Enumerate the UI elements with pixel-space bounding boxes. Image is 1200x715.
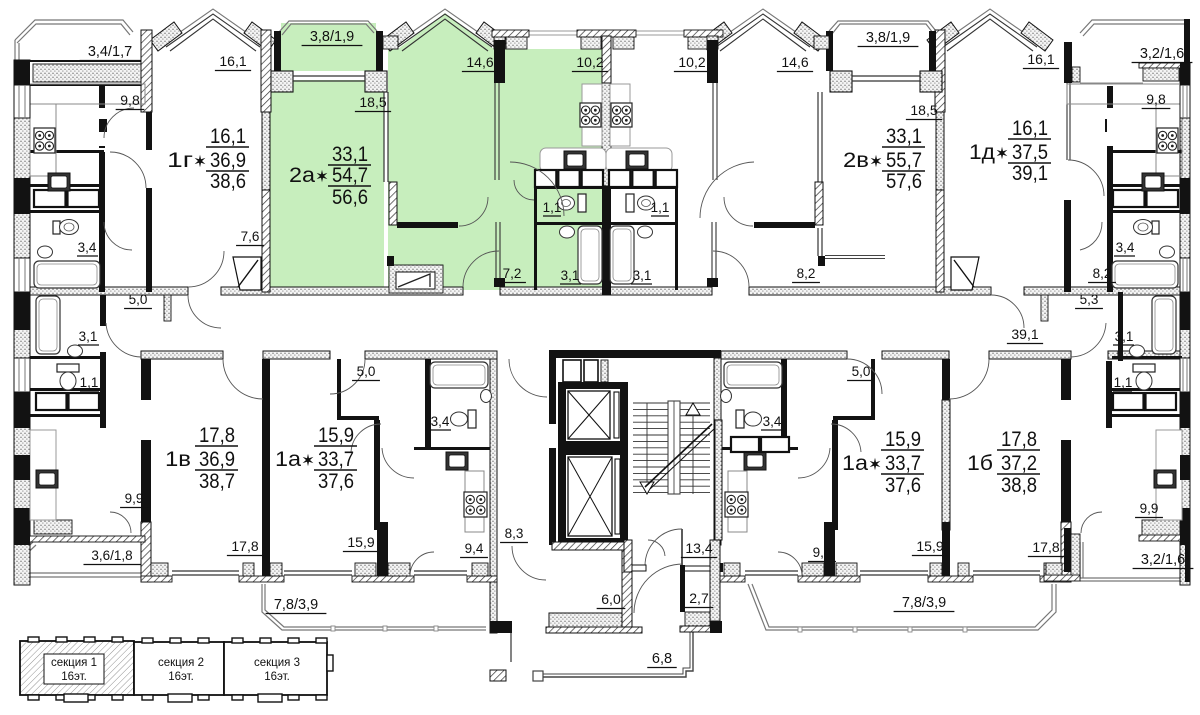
svg-text:37,5: 37,5 [1012,141,1048,164]
svg-text:3,4: 3,4 [431,414,450,429]
svg-text:18,5: 18,5 [910,102,937,118]
svg-text:16,1: 16,1 [210,125,246,148]
svg-text:15,9: 15,9 [347,534,374,550]
svg-text:3,1: 3,1 [561,268,580,283]
svg-text:9,8: 9,8 [1146,91,1166,107]
svg-text:37,6: 37,6 [885,474,921,497]
svg-text:2в: 2в [843,149,869,172]
svg-text:37,2: 37,2 [1001,452,1037,475]
svg-text:16эт.: 16эт. [264,671,290,683]
svg-text:14,6: 14,6 [781,54,808,70]
svg-text:2а: 2а [289,164,315,187]
svg-text:17,8: 17,8 [1032,539,1059,555]
svg-text:38,7: 38,7 [199,470,235,493]
svg-text:17,8: 17,8 [1001,428,1037,451]
svg-text:15,9: 15,9 [916,538,943,554]
svg-text:8,2: 8,2 [1093,266,1112,281]
svg-text:9,4: 9,4 [813,545,832,560]
svg-text:10,2: 10,2 [576,54,603,70]
svg-text:10,2: 10,2 [678,54,705,70]
svg-text:5,0: 5,0 [129,292,148,307]
svg-text:38,6: 38,6 [210,170,246,193]
svg-text:3,8/1,9: 3,8/1,9 [866,30,910,46]
svg-text:16,1: 16,1 [1012,117,1048,140]
svg-text:1а: 1а [842,452,868,475]
svg-text:6,0: 6,0 [601,591,621,607]
svg-text:16эт.: 16эт. [168,671,194,683]
svg-text:14,6: 14,6 [466,54,493,70]
svg-text:39,1: 39,1 [1012,162,1048,185]
svg-text:1,1: 1,1 [1114,375,1133,390]
svg-text:8,3: 8,3 [505,526,524,541]
svg-text:7,2: 7,2 [503,266,522,281]
svg-text:9,9: 9,9 [125,491,144,506]
svg-text:3,4: 3,4 [78,240,97,255]
svg-text:38,8: 38,8 [1001,474,1037,497]
svg-text:17,8: 17,8 [231,538,258,554]
svg-text:9,8: 9,8 [120,92,140,108]
svg-text:9,4: 9,4 [465,541,484,556]
svg-text:33,1: 33,1 [332,143,368,166]
svg-text:3,8/1,9: 3,8/1,9 [310,29,354,45]
svg-text:1,1: 1,1 [651,200,670,215]
svg-text:17,8: 17,8 [199,424,235,447]
svg-text:8,2: 8,2 [797,266,816,281]
svg-text:секция 2: секция 2 [158,657,204,669]
svg-text:15,9: 15,9 [318,424,354,447]
svg-text:18,5: 18,5 [359,94,386,110]
svg-text:54,7: 54,7 [332,164,368,187]
svg-text:37,6: 37,6 [318,470,354,493]
svg-text:1,1: 1,1 [80,375,99,390]
svg-text:секция 1: секция 1 [51,657,97,669]
svg-text:16,1: 16,1 [219,53,246,69]
svg-text:33,7: 33,7 [318,448,354,471]
svg-text:1в: 1в [165,448,191,471]
svg-text:1д: 1д [969,141,995,164]
svg-text:1г: 1г [167,149,193,172]
svg-text:16эт.: 16эт. [61,671,87,683]
svg-text:1а: 1а [275,448,301,471]
svg-text:7,6: 7,6 [241,229,260,244]
svg-text:16,1: 16,1 [1027,51,1054,67]
svg-text:13,4: 13,4 [685,540,712,556]
svg-text:3,2/1,6: 3,2/1,6 [1141,552,1185,568]
svg-text:39,1: 39,1 [1011,326,1038,342]
svg-text:5,3: 5,3 [1080,292,1099,307]
svg-text:1б: 1б [967,452,993,475]
svg-text:5,0: 5,0 [852,364,871,379]
svg-text:36,9: 36,9 [199,448,235,471]
svg-text:3,2/1,6: 3,2/1,6 [1140,46,1184,62]
svg-text:6,8: 6,8 [652,651,672,667]
svg-text:2,7: 2,7 [689,590,709,606]
svg-text:9,9: 9,9 [1140,501,1159,516]
svg-text:7,8/3,9: 7,8/3,9 [274,597,318,613]
svg-text:секция 3: секция 3 [254,657,300,669]
svg-text:3,4: 3,4 [1116,240,1135,255]
svg-text:57,6: 57,6 [886,170,922,193]
svg-text:3,4/1,7: 3,4/1,7 [88,44,132,60]
svg-text:3,1: 3,1 [1115,329,1134,344]
svg-text:1,1: 1,1 [543,200,562,215]
svg-text:7,8/3,9: 7,8/3,9 [902,595,946,611]
svg-text:3,4: 3,4 [763,414,782,429]
svg-text:3,1: 3,1 [633,268,652,283]
svg-text:3,6/1,8: 3,6/1,8 [91,548,132,563]
svg-text:56,6: 56,6 [332,186,368,209]
svg-text:3,1: 3,1 [79,329,98,344]
svg-text:33,1: 33,1 [886,125,922,148]
svg-text:15,9: 15,9 [885,428,921,451]
svg-text:55,7: 55,7 [886,149,922,172]
svg-text:33,7: 33,7 [885,452,921,475]
svg-text:5,0: 5,0 [357,364,376,379]
svg-text:36,9: 36,9 [210,149,246,172]
